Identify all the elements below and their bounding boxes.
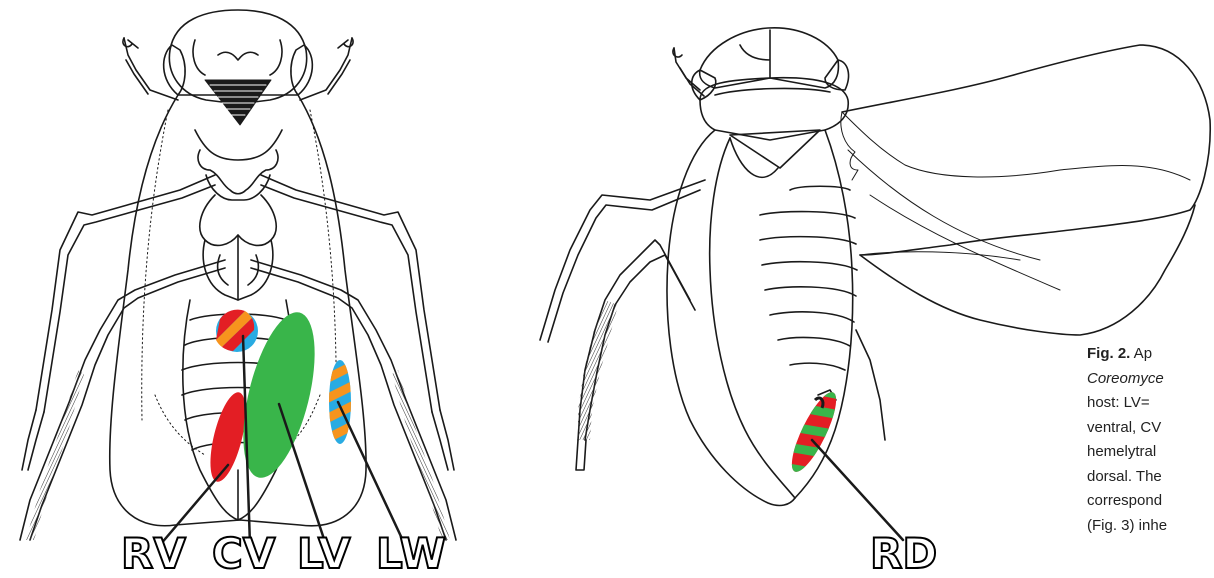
ventral-insect <box>20 10 456 540</box>
dorsal-middle-leg <box>540 180 705 340</box>
caption-line-1-rest: Ap <box>1130 345 1152 362</box>
caption-line-1: Fig. 2. Ap <box>1087 342 1214 367</box>
caption-line-6: dorsal. The <box>1087 465 1214 490</box>
caption-line-8: (Fig. 3) inhe <box>1087 514 1214 539</box>
caption-line-3: host: LV= <box>1087 391 1214 416</box>
caption-line-5: hemelytral <box>1087 440 1214 465</box>
ventral-eye-right <box>291 45 312 95</box>
figure-caption: Fig. 2. Ap Coreomyce host: LV= ventral, … <box>1087 342 1214 574</box>
caption-line-7: correspond <box>1087 489 1214 514</box>
ventral-wing-dotted-left <box>142 110 168 420</box>
caption-line-4: ventral, CV <box>1087 416 1214 441</box>
dorsal-extended-wing <box>842 45 1210 255</box>
ventral-infection-spots <box>203 305 360 485</box>
ventral-thorax <box>195 130 282 160</box>
dorsal-head <box>700 28 839 88</box>
label-lv: LV <box>297 533 350 575</box>
label-lw: LW <box>376 533 446 575</box>
leader-rd <box>812 440 903 540</box>
spot-cv <box>216 310 258 352</box>
label-rv: RV <box>121 533 186 575</box>
label-cv: CV <box>212 533 275 575</box>
leader-lw <box>338 402 405 545</box>
ventral-eye-left <box>164 45 185 95</box>
caption-fig-label: Fig. 2. <box>1087 345 1130 362</box>
ventral-hind-leg-left <box>20 260 225 540</box>
spot-lw <box>320 360 360 462</box>
caption-line-2: Coreomyce <box>1087 367 1214 392</box>
label-rd: RD <box>870 533 937 575</box>
